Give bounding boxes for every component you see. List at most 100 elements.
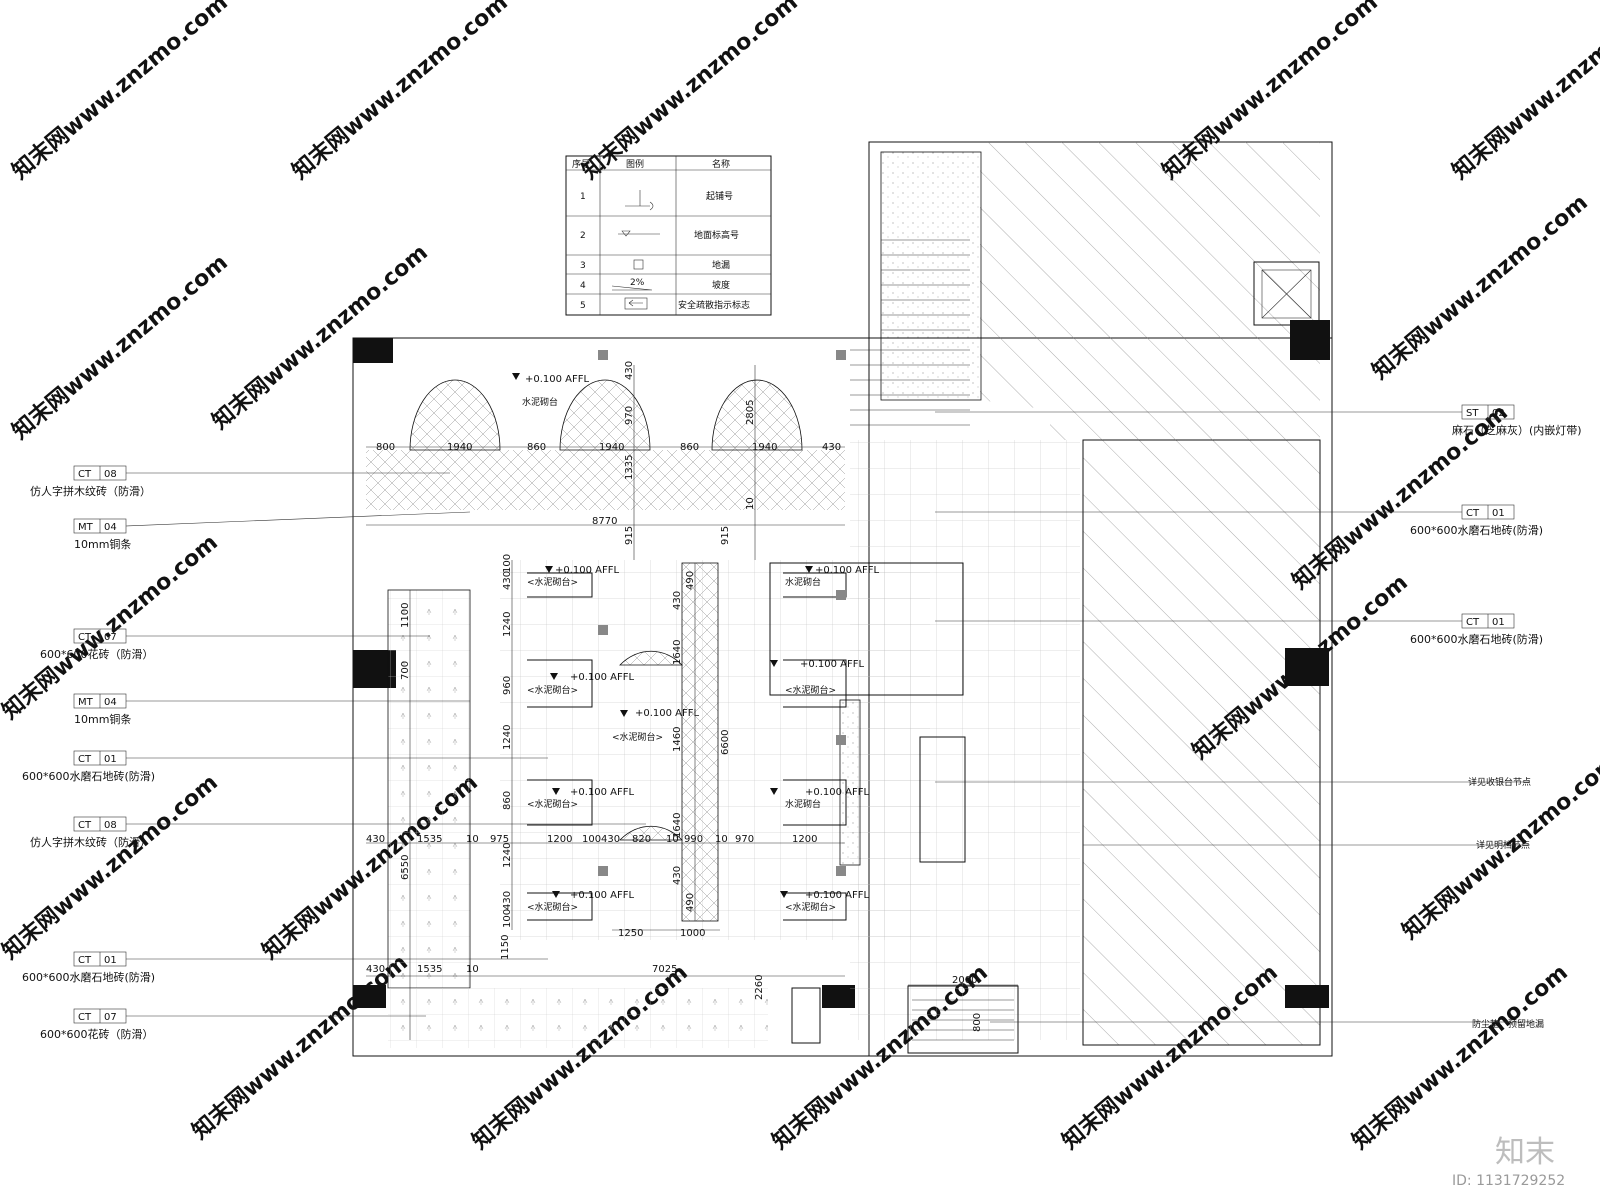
dim-right-vertical: 2260 (754, 975, 765, 1000)
legend-row-no: 5 (580, 301, 586, 311)
brand-logo: 知末 (1495, 1135, 1555, 1170)
dim-column: 860 (502, 791, 513, 810)
watermark: 知末网www.znzmo.com (207, 239, 433, 434)
callout: CT 07 600*600花砖（防滑） (40, 628, 430, 661)
watermark: 知末网www.znzmo.com (1347, 959, 1573, 1154)
floor-drain-icon (633, 259, 644, 270)
structural-column (822, 985, 855, 1008)
elevation-tag: +0.100 AFFL (525, 374, 590, 385)
dim-column: 430 (502, 891, 513, 910)
dim-base: 7025 (652, 964, 677, 975)
callout-code: MT (78, 522, 94, 533)
dim-bottom: 1000 (680, 928, 705, 939)
elevation-tags: +0.100 AFFL +0.100 AFFL +0.100 AFFL +0.1… (512, 373, 880, 901)
dim-column: 960 (502, 676, 513, 695)
callout-note: 仿人字拼木纹砖（防滑） (30, 835, 151, 849)
dim-mid: 10 (466, 834, 479, 845)
legend-row-name: 起铺号 (706, 190, 733, 202)
counter-label: 水泥砌台 (785, 576, 821, 588)
callout-note: 仿人字拼木纹砖（防滑） (30, 484, 151, 498)
elevation-tag: +0.100 AFFL (815, 565, 880, 576)
legend-row-no: 4 (580, 281, 586, 291)
watermark: 知末网www.znzmo.com (1447, 0, 1600, 185)
dim-base: 10 (466, 964, 479, 975)
callout-num: 07 (104, 632, 117, 643)
dim-column: 1240 (502, 725, 513, 750)
slope-icon (611, 285, 653, 291)
legend-row-no: 3 (580, 261, 586, 271)
dimension-lines: 800 1940 860 1940 860 1940 430 8770 430 … (366, 361, 1018, 1040)
counter-label: <水泥砌台> (527, 798, 578, 810)
callout-code: CT (78, 820, 92, 831)
dim-top: 860 (680, 442, 699, 453)
callout-note: 600*600水磨石地砖(防滑) (22, 970, 155, 984)
callout: CT 01 600*600水磨石地砖(防滑) (22, 951, 548, 984)
dim-mat: 800 (972, 1013, 983, 1032)
dim-mid: 10 (715, 834, 728, 845)
dim-column: 100 (502, 554, 513, 573)
dim-column: 1240 (502, 612, 513, 637)
dim-vertical: 915 (624, 526, 635, 545)
dim-top: 1940 (752, 442, 777, 453)
counter-label: <水泥砌台> (527, 684, 578, 696)
slope-percent: 2% (630, 278, 645, 288)
elevation-tag: +0.100 AFFL (805, 890, 870, 901)
callout: MT 04 10mm铜条 (73, 693, 470, 726)
watermark: 知末网www.znzmo.com (0, 769, 223, 964)
watermark: 知末网www.znzmo.com (0, 529, 223, 724)
callout-code: CT (78, 469, 92, 480)
legend-row-no: 1 (580, 192, 586, 202)
watermark: 知末网www.znzmo.com (287, 0, 513, 185)
dim-vertical: 1335 (624, 455, 635, 480)
elevation-tag: +0.100 AFFL (805, 787, 870, 798)
watermark: 知末网www.znzmo.com (577, 0, 803, 185)
legend-header-no: 序号 (572, 158, 590, 170)
legend-table: 序号 图例 名称 1 起铺号 2 地面标高号 3 地漏 4 2% 坡度 5 安全… (565, 155, 772, 316)
dim-mat: 2000 (952, 975, 977, 986)
callout: CT 08 仿人字拼木纹砖（防滑） (30, 465, 450, 498)
counter-label: <水泥砌台> (527, 576, 578, 588)
callout-note: 600*600花砖（防滑） (40, 1027, 154, 1041)
elevator-shaft-icon (1261, 269, 1312, 319)
legend-row-name: 坡度 (712, 279, 730, 291)
elevation-tag: +0.100 AFFL (570, 787, 635, 798)
elevation-tag: +0.100 AFFL (570, 890, 635, 901)
callout-code: CT (78, 1012, 92, 1023)
left-callouts: CT 08 仿人字拼木纹砖（防滑） MT 04 10mm铜条 CT 07 600… (22, 465, 646, 1041)
counter-label: <水泥砌台> (527, 901, 578, 913)
dim-mid: 970 (735, 834, 754, 845)
legend-row-no: 2 (580, 231, 586, 241)
room-labels: 水泥砌台 <水泥砌台> <水泥砌台> <水泥砌台> <水泥砌台> <水泥砌台> … (522, 396, 836, 913)
callout-num: 04 (104, 697, 117, 708)
callout-code: CT (1466, 617, 1480, 628)
dim-left-vertical: 1100 (400, 603, 411, 628)
callout-note: 600*600花砖（防滑） (40, 647, 154, 661)
dim-left-vertical: 700 (400, 661, 411, 680)
dim-center: 1640 (672, 813, 683, 838)
dim-column: 100 (502, 909, 513, 928)
dim-mid: 430 (601, 834, 620, 845)
counter-label: 水泥砌台 (522, 396, 558, 408)
dim-center: 430 (672, 591, 683, 610)
dim-mid: 10 (666, 834, 679, 845)
callout-code: MT (78, 697, 94, 708)
starting-point-icon (625, 190, 654, 211)
dim-vertical: 915 (720, 526, 731, 545)
dim-mid: 990 (684, 834, 703, 845)
dim-top: 1940 (447, 442, 472, 453)
dim-column: 1240 (502, 843, 513, 868)
dim-center: 490 (685, 893, 696, 912)
legend-row-name: 地面标高号 (694, 229, 739, 241)
callout-num: 02 (1492, 408, 1505, 419)
dim-vertical: 2805 (745, 400, 756, 425)
callout-num: 01 (104, 955, 117, 966)
callout: MT 04 10mm铜条 (73, 511, 471, 551)
callout-code: CT (78, 632, 92, 643)
structural-column (353, 338, 393, 363)
counter-label: <水泥砌台> (785, 684, 836, 696)
callout: ST 02 麻石（芝麻灰）(内嵌灯带) (935, 404, 1582, 437)
watermark: 知末网www.znzmo.com (187, 949, 413, 1144)
dim-column: 430 (502, 571, 513, 590)
structural-column (353, 985, 386, 1008)
